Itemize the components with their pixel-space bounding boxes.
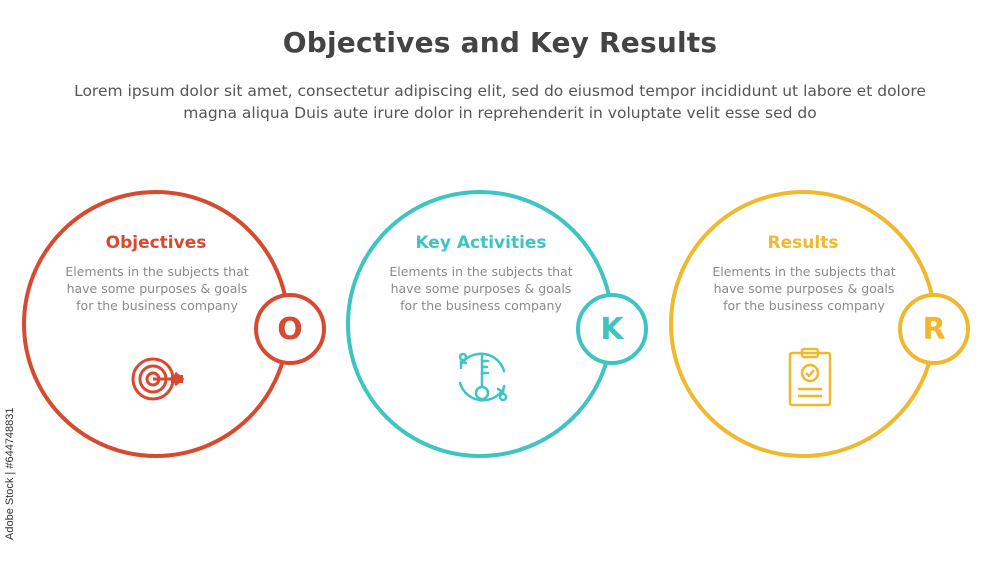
objectives-circle	[22, 190, 290, 458]
page-title: Objectives and Key Results	[282, 26, 718, 59]
clipboard-check-icon	[788, 347, 832, 407]
objectives-letter-badge: O	[254, 293, 326, 365]
results-description: Elements in the subjects that have some …	[712, 264, 896, 313]
key-activities-title: Key Activities	[415, 233, 547, 253]
objectives-description: Elements in the subjects that have some …	[65, 264, 249, 313]
results-letter-badge: R	[898, 293, 970, 365]
target-icon	[131, 357, 185, 401]
page-subtitle: Lorem ipsum dolor sit amet, consectetur …	[74, 82, 926, 122]
results-circle	[669, 190, 937, 458]
key-cycle-icon	[458, 352, 508, 402]
key-activities-letter-badge: K	[576, 293, 648, 365]
stock-watermark: Adobe Stock | #644748831	[4, 407, 16, 540]
key-activities-description: Elements in the subjects that have some …	[389, 264, 573, 313]
objectives-title: Objectives	[105, 233, 207, 253]
results-title: Results	[767, 233, 839, 253]
key-activities-circle	[346, 190, 614, 458]
